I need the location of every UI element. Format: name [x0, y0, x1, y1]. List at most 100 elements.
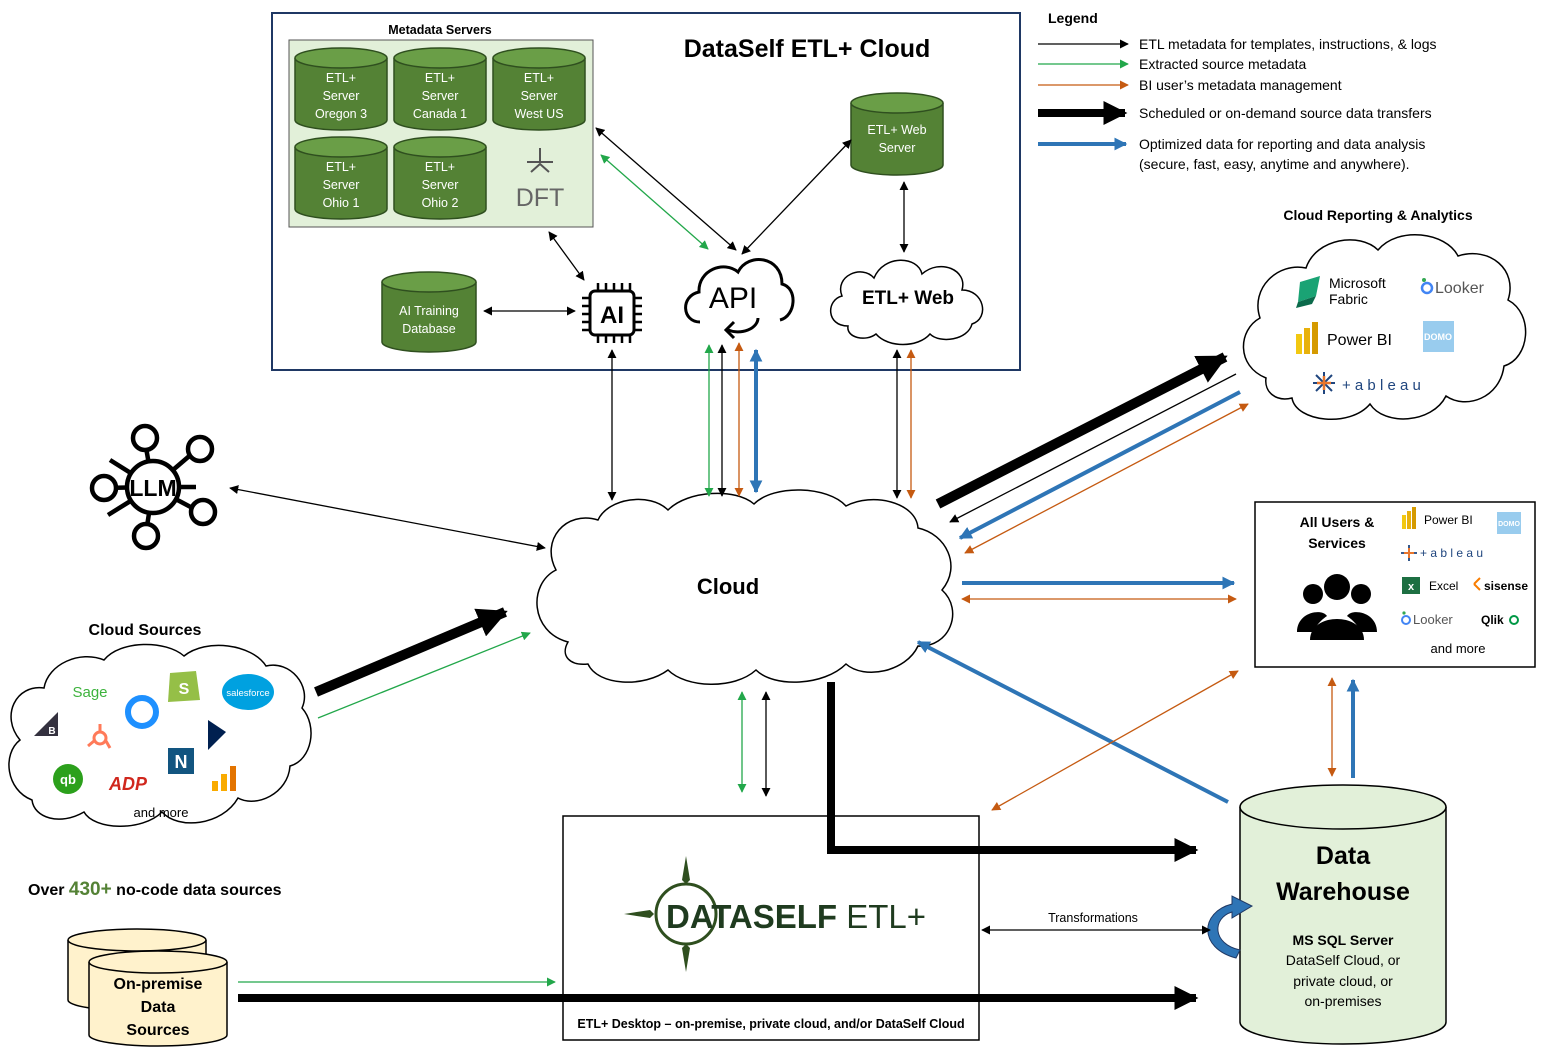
etl-web-server: ETL+ Web Server: [850, 92, 944, 176]
metadata-servers-label: Metadata Servers: [388, 23, 492, 37]
analytics-logo: [212, 766, 236, 791]
server-ohio-1: ETL+ Server Ohio 1: [294, 136, 388, 220]
central-cloud-label: Cloud: [697, 574, 759, 599]
adp-logo: ADP: [108, 774, 148, 794]
svg-text:x: x: [1408, 581, 1415, 593]
svg-text:qb: qb: [60, 772, 76, 787]
arrow-servers-ai: [548, 231, 585, 281]
cloud-reporting-title: Cloud Reporting & Analytics: [1283, 207, 1472, 223]
arrow-desktop-users-orange: [991, 670, 1239, 811]
dataself-logo: DATASELF ETL+: [666, 898, 926, 935]
ms-fabric-text-2: Fabric: [1329, 291, 1368, 307]
ai-chip-icon: AI: [582, 283, 642, 343]
on-premise-line-3: Sources: [126, 1022, 189, 1039]
arrow-reporting-cloud-blue: [958, 390, 1241, 540]
server-line-3: Ohio 2: [422, 196, 459, 210]
web-server-line-1: ETL+ Web: [867, 123, 926, 137]
warehouse-line-6: on-premises: [1304, 993, 1381, 1009]
svg-text:B: B: [48, 726, 55, 737]
domo-text-reporting: DOMO: [1424, 332, 1452, 342]
tableau-text-users: + a b l e a u: [1420, 546, 1483, 560]
sisense-text: sisense: [1484, 579, 1528, 593]
transformation-curve-arrow: [1207, 895, 1254, 959]
server-line-1: ETL+: [425, 160, 455, 174]
domo-logo-users: DOMO: [1497, 512, 1521, 534]
data-warehouse: Data Warehouse MS SQL Server DataSelf Cl…: [1239, 784, 1447, 1045]
ai-training-database: AI Training Database: [381, 271, 477, 353]
api-cloud-icon: API: [684, 258, 795, 340]
tableau-logo-reporting: + a b l e a u: [1313, 372, 1421, 394]
server-line-3: West US: [514, 107, 563, 121]
etl-web-label: ETL+ Web: [862, 288, 954, 309]
dataself-logo-suffix: ETL+: [837, 898, 926, 935]
server-west-us: ETL+ Server West US: [492, 47, 586, 131]
arrow-sources-cloud-green: [317, 631, 531, 719]
warehouse-line-2: Warehouse: [1276, 878, 1410, 906]
looker-text-users: Looker: [1413, 612, 1453, 627]
legend: Legend ETL metadata for templates, instr…: [1038, 10, 1437, 172]
all-users-box: [1254, 501, 1536, 668]
warehouse-line-1: Data: [1316, 842, 1371, 870]
qlik-text: Qlik: [1481, 613, 1504, 627]
legend-item-bi-metadata: BI user’s metadata management: [1139, 77, 1342, 93]
server-line-2: Server: [422, 89, 459, 103]
server-line-2: Server: [323, 89, 360, 103]
cloud-sources-more: and more: [134, 805, 189, 820]
warehouse-line-5: private cloud, or: [1293, 973, 1393, 989]
looker-logo-users: Looker: [1401, 611, 1453, 627]
ms-fabric-logo: Microsoft Fabric: [1296, 275, 1386, 308]
power-bi-logo-users: Power BI: [1402, 507, 1473, 529]
svg-text:S: S: [179, 681, 190, 698]
domo-text-users: DOMO: [1498, 521, 1520, 528]
dft-logo-text: DFT: [516, 184, 565, 212]
looker-text-reporting: Looker: [1435, 280, 1485, 297]
svg-text:N: N: [175, 752, 188, 772]
ai-chip-label: AI: [600, 302, 624, 329]
hubspot-logo: [87, 724, 112, 749]
server-line-3: Ohio 1: [323, 196, 360, 210]
salesforce-text: salesforce: [226, 688, 269, 699]
quickbooks-logo: qb: [53, 764, 83, 794]
server-line-2: Server: [521, 89, 558, 103]
arrow-cloud-reporting-thick: [935, 352, 1228, 509]
power-bi-text-reporting: Power BI: [1327, 332, 1392, 349]
dynamics-logo: [208, 720, 226, 750]
legend-title: Legend: [1048, 10, 1098, 26]
looker-logo-reporting: Looker: [1420, 278, 1485, 297]
warehouse-line-3: MS SQL Server: [1293, 932, 1394, 948]
legend-item-optimized: Optimized data for reporting and data an…: [1139, 136, 1425, 152]
web-server-line-2: Server: [879, 141, 916, 155]
users-group-icon: [1297, 574, 1377, 640]
server-oregon-3: ETL+ Server Oregon 3: [294, 47, 388, 131]
sources-count-number: 430+: [69, 879, 112, 900]
sources-count-prefix: Over: [28, 882, 69, 899]
llm-network-icon: LLM: [89, 423, 218, 551]
central-cloud: [536, 489, 954, 685]
server-line-2: Server: [422, 178, 459, 192]
salesforce-logo: salesforce: [222, 674, 274, 710]
etl-cloud-title: DataSelf ETL+ Cloud: [684, 35, 931, 63]
sources-count-suffix: no-code data sources: [112, 882, 282, 899]
arrow-sources-cloud-thick: [314, 607, 508, 697]
server-canada-1: ETL+ Server Canada 1: [393, 47, 487, 131]
bigcommerce-logo: B: [34, 712, 58, 737]
api-label: API: [709, 282, 757, 315]
server-line-1: ETL+: [425, 71, 455, 85]
ms-fabric-text-1: Microsoft: [1329, 275, 1386, 291]
arrow-servers-api-green: [600, 154, 709, 250]
sources-count: Over 430+ no-code data sources: [28, 879, 282, 900]
etl-web-cloud: ETL+ Web: [829, 259, 984, 346]
all-users-title-2: Services: [1308, 535, 1366, 551]
tableau-text-reporting: + a b l e a u: [1342, 377, 1421, 394]
server-line-1: ETL+: [524, 71, 554, 85]
dft-logo: DFT: [516, 148, 565, 212]
power-bi-logo-reporting: Power BI: [1296, 322, 1392, 354]
legend-item-optimized-line-2: (secure, fast, easy, anytime and anywher…: [1139, 156, 1410, 172]
on-premise-line-1: On-premise: [114, 976, 203, 993]
arrow-api-webserver: [741, 139, 852, 255]
arrow-reporting-cloud-black: [949, 373, 1237, 523]
cloud-app-logo: [125, 695, 159, 729]
domo-logo-reporting: DOMO: [1423, 321, 1454, 352]
power-bi-text-users: Power BI: [1424, 513, 1473, 527]
